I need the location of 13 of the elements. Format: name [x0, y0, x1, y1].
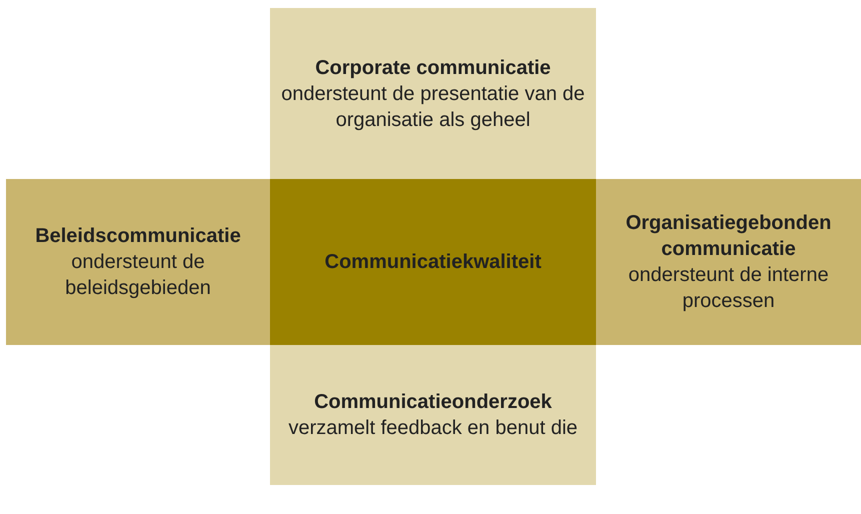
- panel-heading: Communicatieonderzoek: [314, 390, 552, 415]
- panel-heading: Communicatiekwaliteit: [324, 250, 542, 275]
- text-panel: [270, 8, 596, 179]
- panel-description: ondersteunt de interne processen: [627, 263, 830, 314]
- text-panel: [270, 179, 596, 345]
- text-panel: [6, 179, 270, 345]
- panel-description: verzamelt feedback en benut die: [288, 416, 578, 441]
- panel-heading: Beleidscommunicatie: [35, 224, 241, 249]
- text-panel: [596, 179, 861, 345]
- panel-heading: Corporate communicatie: [315, 56, 551, 80]
- panel-description: ondersteunt de presentatie van de organisatie als geheel: [280, 82, 586, 132]
- text-panel: [270, 345, 596, 485]
- panel-description: ondersteunt de beleidsgebieden: [64, 250, 212, 301]
